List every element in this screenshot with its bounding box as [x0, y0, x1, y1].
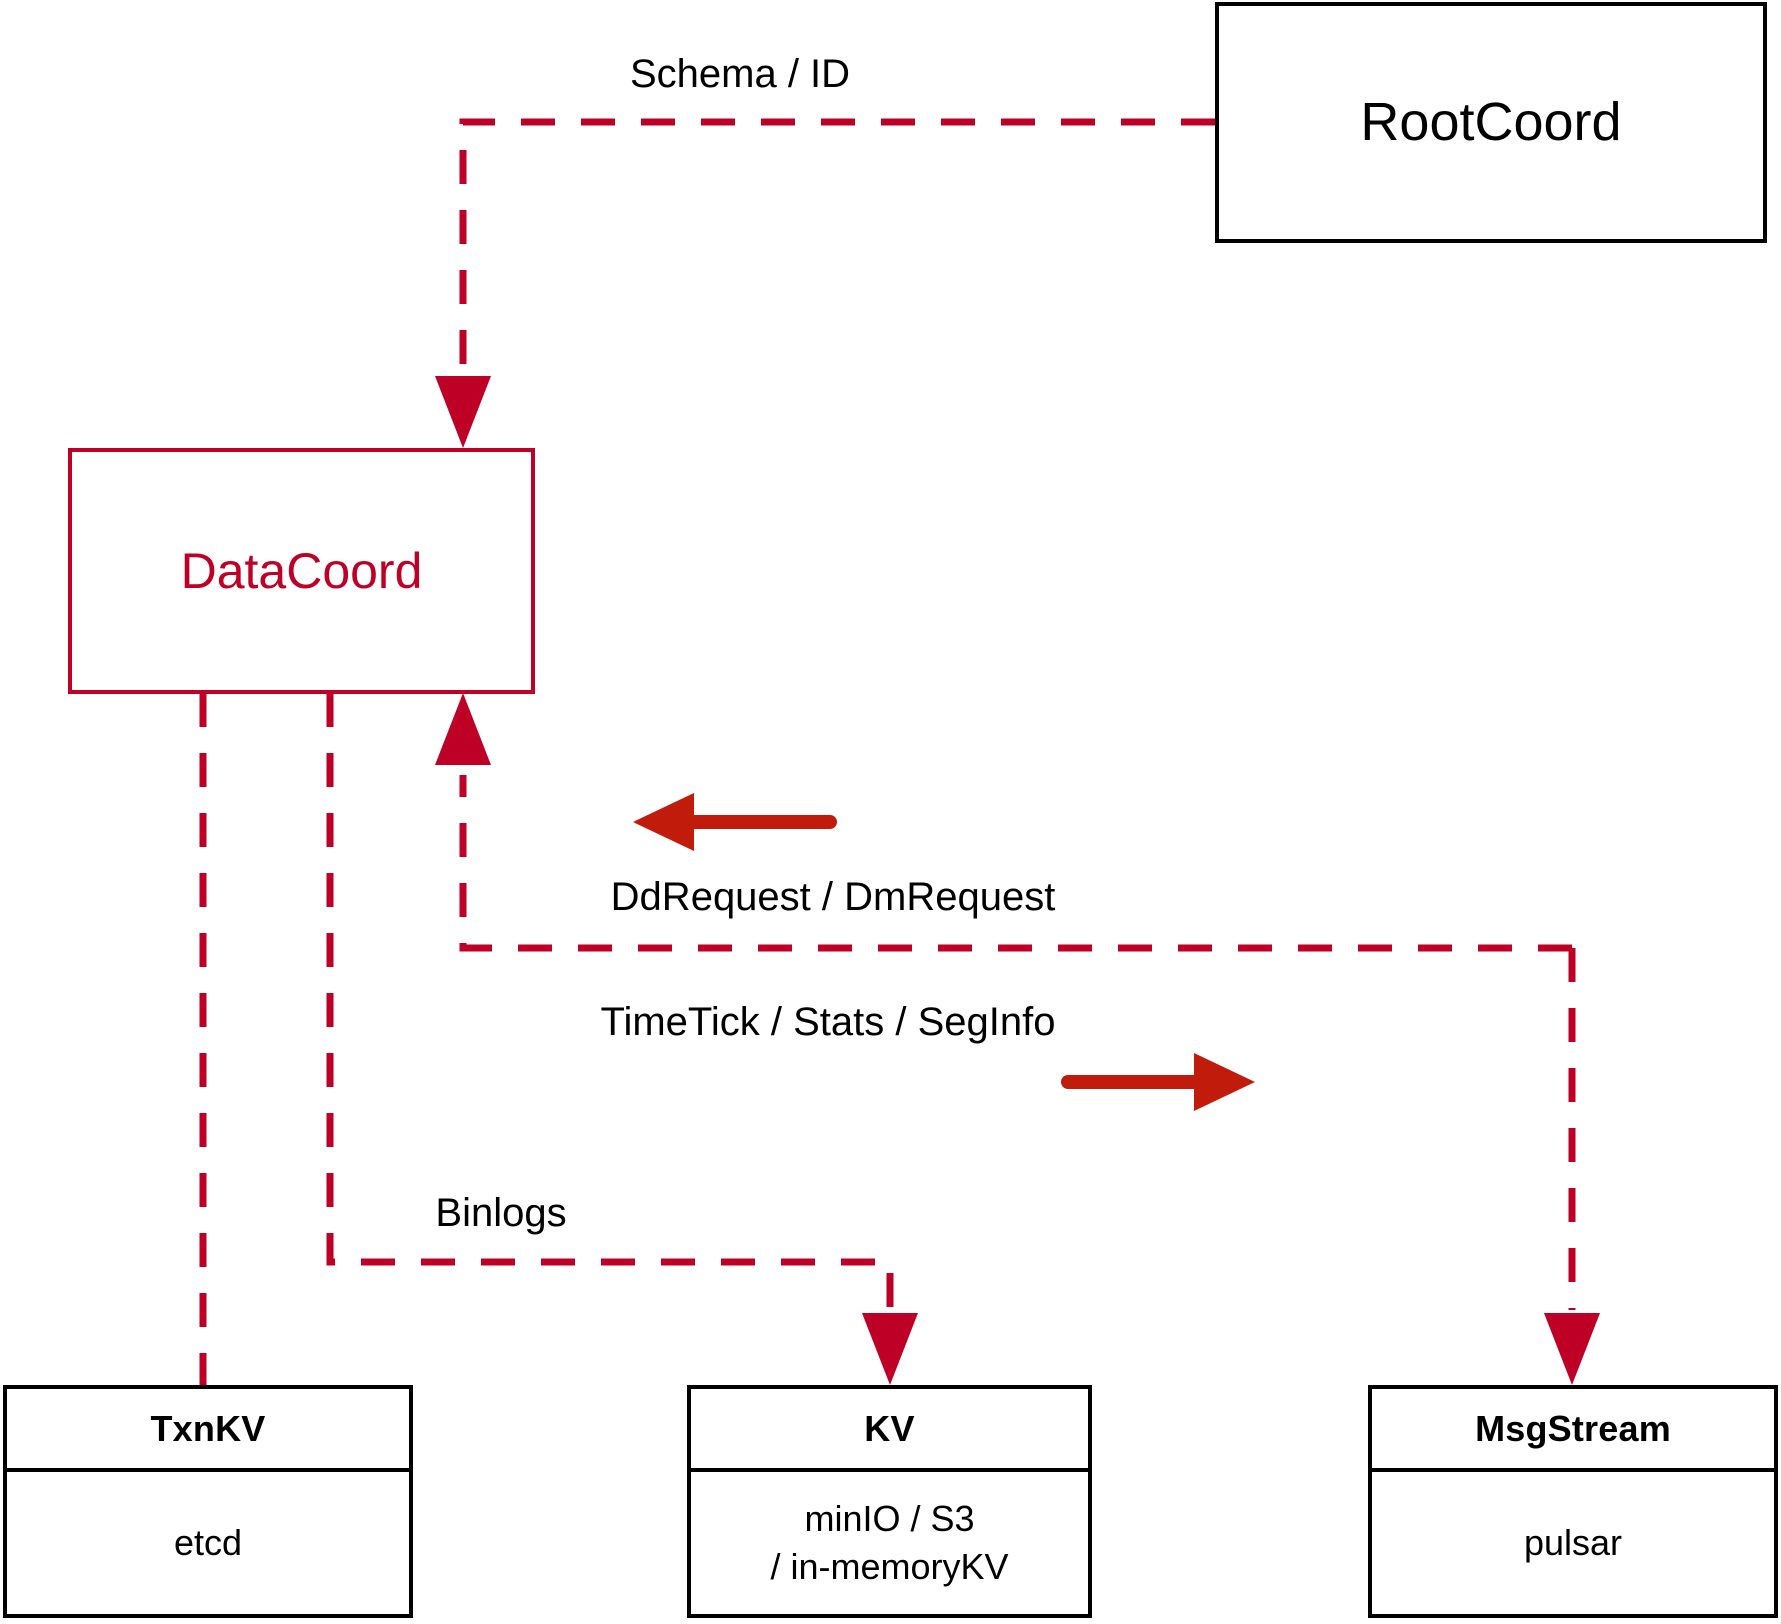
- node-txnkv-title: TxnKV: [7, 1389, 409, 1472]
- node-txnkv-body-line-1: etcd: [173, 1522, 243, 1564]
- edge-label-schema-id: Schema / ID: [629, 52, 851, 96]
- arrow-up-icon-to-datacoord: [435, 693, 491, 765]
- node-kv-body: minIO / S3 / in-memoryKV: [691, 1472, 1088, 1614]
- arrow-down-icon-to-kv: [862, 1313, 918, 1385]
- arrow-down-icon-to-msgstream: [1544, 1313, 1600, 1385]
- edge-label-timetick-stats-seginfo: TimeTick / Stats / SegInfo: [600, 1000, 1056, 1044]
- edge-ddrequest-path: [459, 775, 1572, 952]
- node-kv-body-line-1: minIO / S3: [804, 1498, 975, 1540]
- edge-label-ddrequest-dmrequest: DdRequest / DmRequest: [610, 875, 1056, 919]
- node-msgstream-body-line-1: pulsar: [1523, 1522, 1623, 1564]
- node-datacoord-label: DataCoord: [180, 542, 423, 599]
- arrow-right-icon-timetick: [1061, 1053, 1255, 1111]
- node-rootcoord-label: RootCoord: [1360, 91, 1622, 152]
- node-msgstream-body: pulsar: [1372, 1472, 1774, 1614]
- node-kv[interactable]: KV minIO / S3 / in-memoryKV: [687, 1385, 1092, 1618]
- arrow-down-icon-to-datacoord: [435, 376, 491, 448]
- node-kv-body-line-2: / in-memoryKV: [770, 1546, 1009, 1587]
- node-kv-title: KV: [691, 1389, 1088, 1472]
- node-datacoord[interactable]: DataCoord: [68, 448, 535, 694]
- node-txnkv-body: etcd: [7, 1472, 409, 1614]
- node-msgstream[interactable]: MsgStream pulsar: [1368, 1385, 1778, 1618]
- node-rootcoord[interactable]: RootCoord: [1215, 2, 1767, 243]
- node-msgstream-title: MsgStream: [1372, 1389, 1774, 1472]
- node-txnkv[interactable]: TxnKV etcd: [3, 1385, 413, 1618]
- edge-label-binlogs: Binlogs: [435, 1191, 567, 1235]
- arrow-left-icon-ddrequest: [633, 793, 837, 851]
- edge-schema-id-path: [459, 118, 1215, 368]
